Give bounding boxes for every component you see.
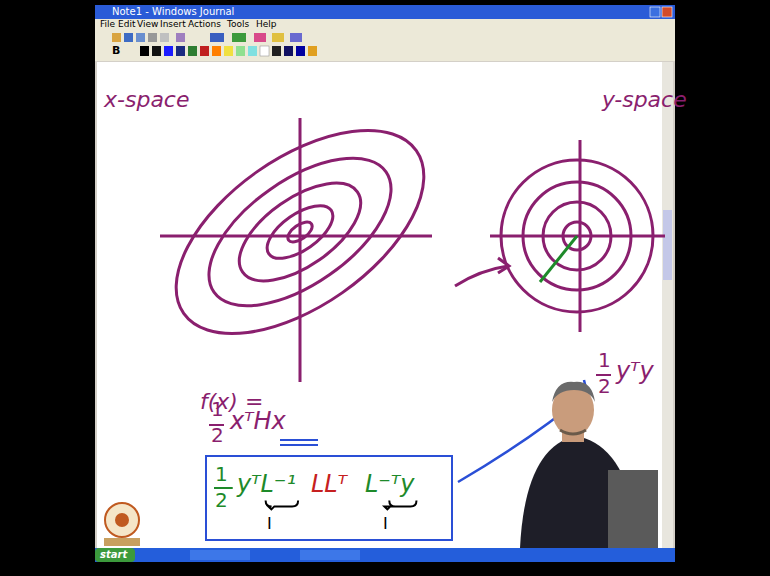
journal-page [97,62,662,548]
quadratic-form: yᵀy [616,358,654,384]
menu-item: View [137,20,158,30]
fraction-number: 2 [211,424,224,446]
menu-item: Tools [227,20,249,30]
matrix-product: L⁻ᵀy [365,471,414,497]
space-label: x-space [104,88,190,112]
menu-item: Actions [188,20,221,30]
menu-bar [95,19,675,31]
matrix-product: LLᵀ [311,471,347,497]
menu-item: Edit [118,20,135,30]
window-title: Note1 - Windows Journal [112,6,234,17]
window [95,5,675,562]
y-space-contours [490,140,665,332]
map-arrow [455,258,509,286]
menu-item: File [100,20,115,30]
fraction-number: 2 [215,489,228,511]
presenter [520,382,658,548]
institute-logo [104,503,140,546]
matrix-product: yᵀL⁻¹ [237,471,296,497]
underline [280,440,318,445]
identity-label: I [267,515,272,533]
quadratic-form: xᵀHx [230,408,286,434]
menu-item: Insert [160,20,186,30]
menu-item: Help [256,20,277,30]
fraction-number: 1 [215,463,228,485]
fraction-number: 2 [598,375,611,397]
x-space-contours [141,90,459,382]
space-label: y-space [602,88,687,112]
taskbar [95,548,675,562]
start-button [95,548,135,562]
underbraces [207,457,451,539]
scrollbar [662,62,673,548]
identity-label: I [383,515,388,533]
boxed-expression: 1 2 yᵀL⁻¹ LLᵀ L⁻ᵀyI I [205,455,453,541]
radius-line [540,236,577,282]
start-label: start [100,549,127,560]
color-palette [140,46,317,56]
fraction-number: 1 [211,398,224,420]
bold-button: B [112,45,120,57]
title-bar [95,5,675,19]
toolbar [95,31,675,61]
toolbar-icons [112,33,302,42]
fraction-number: 1 [598,349,611,371]
